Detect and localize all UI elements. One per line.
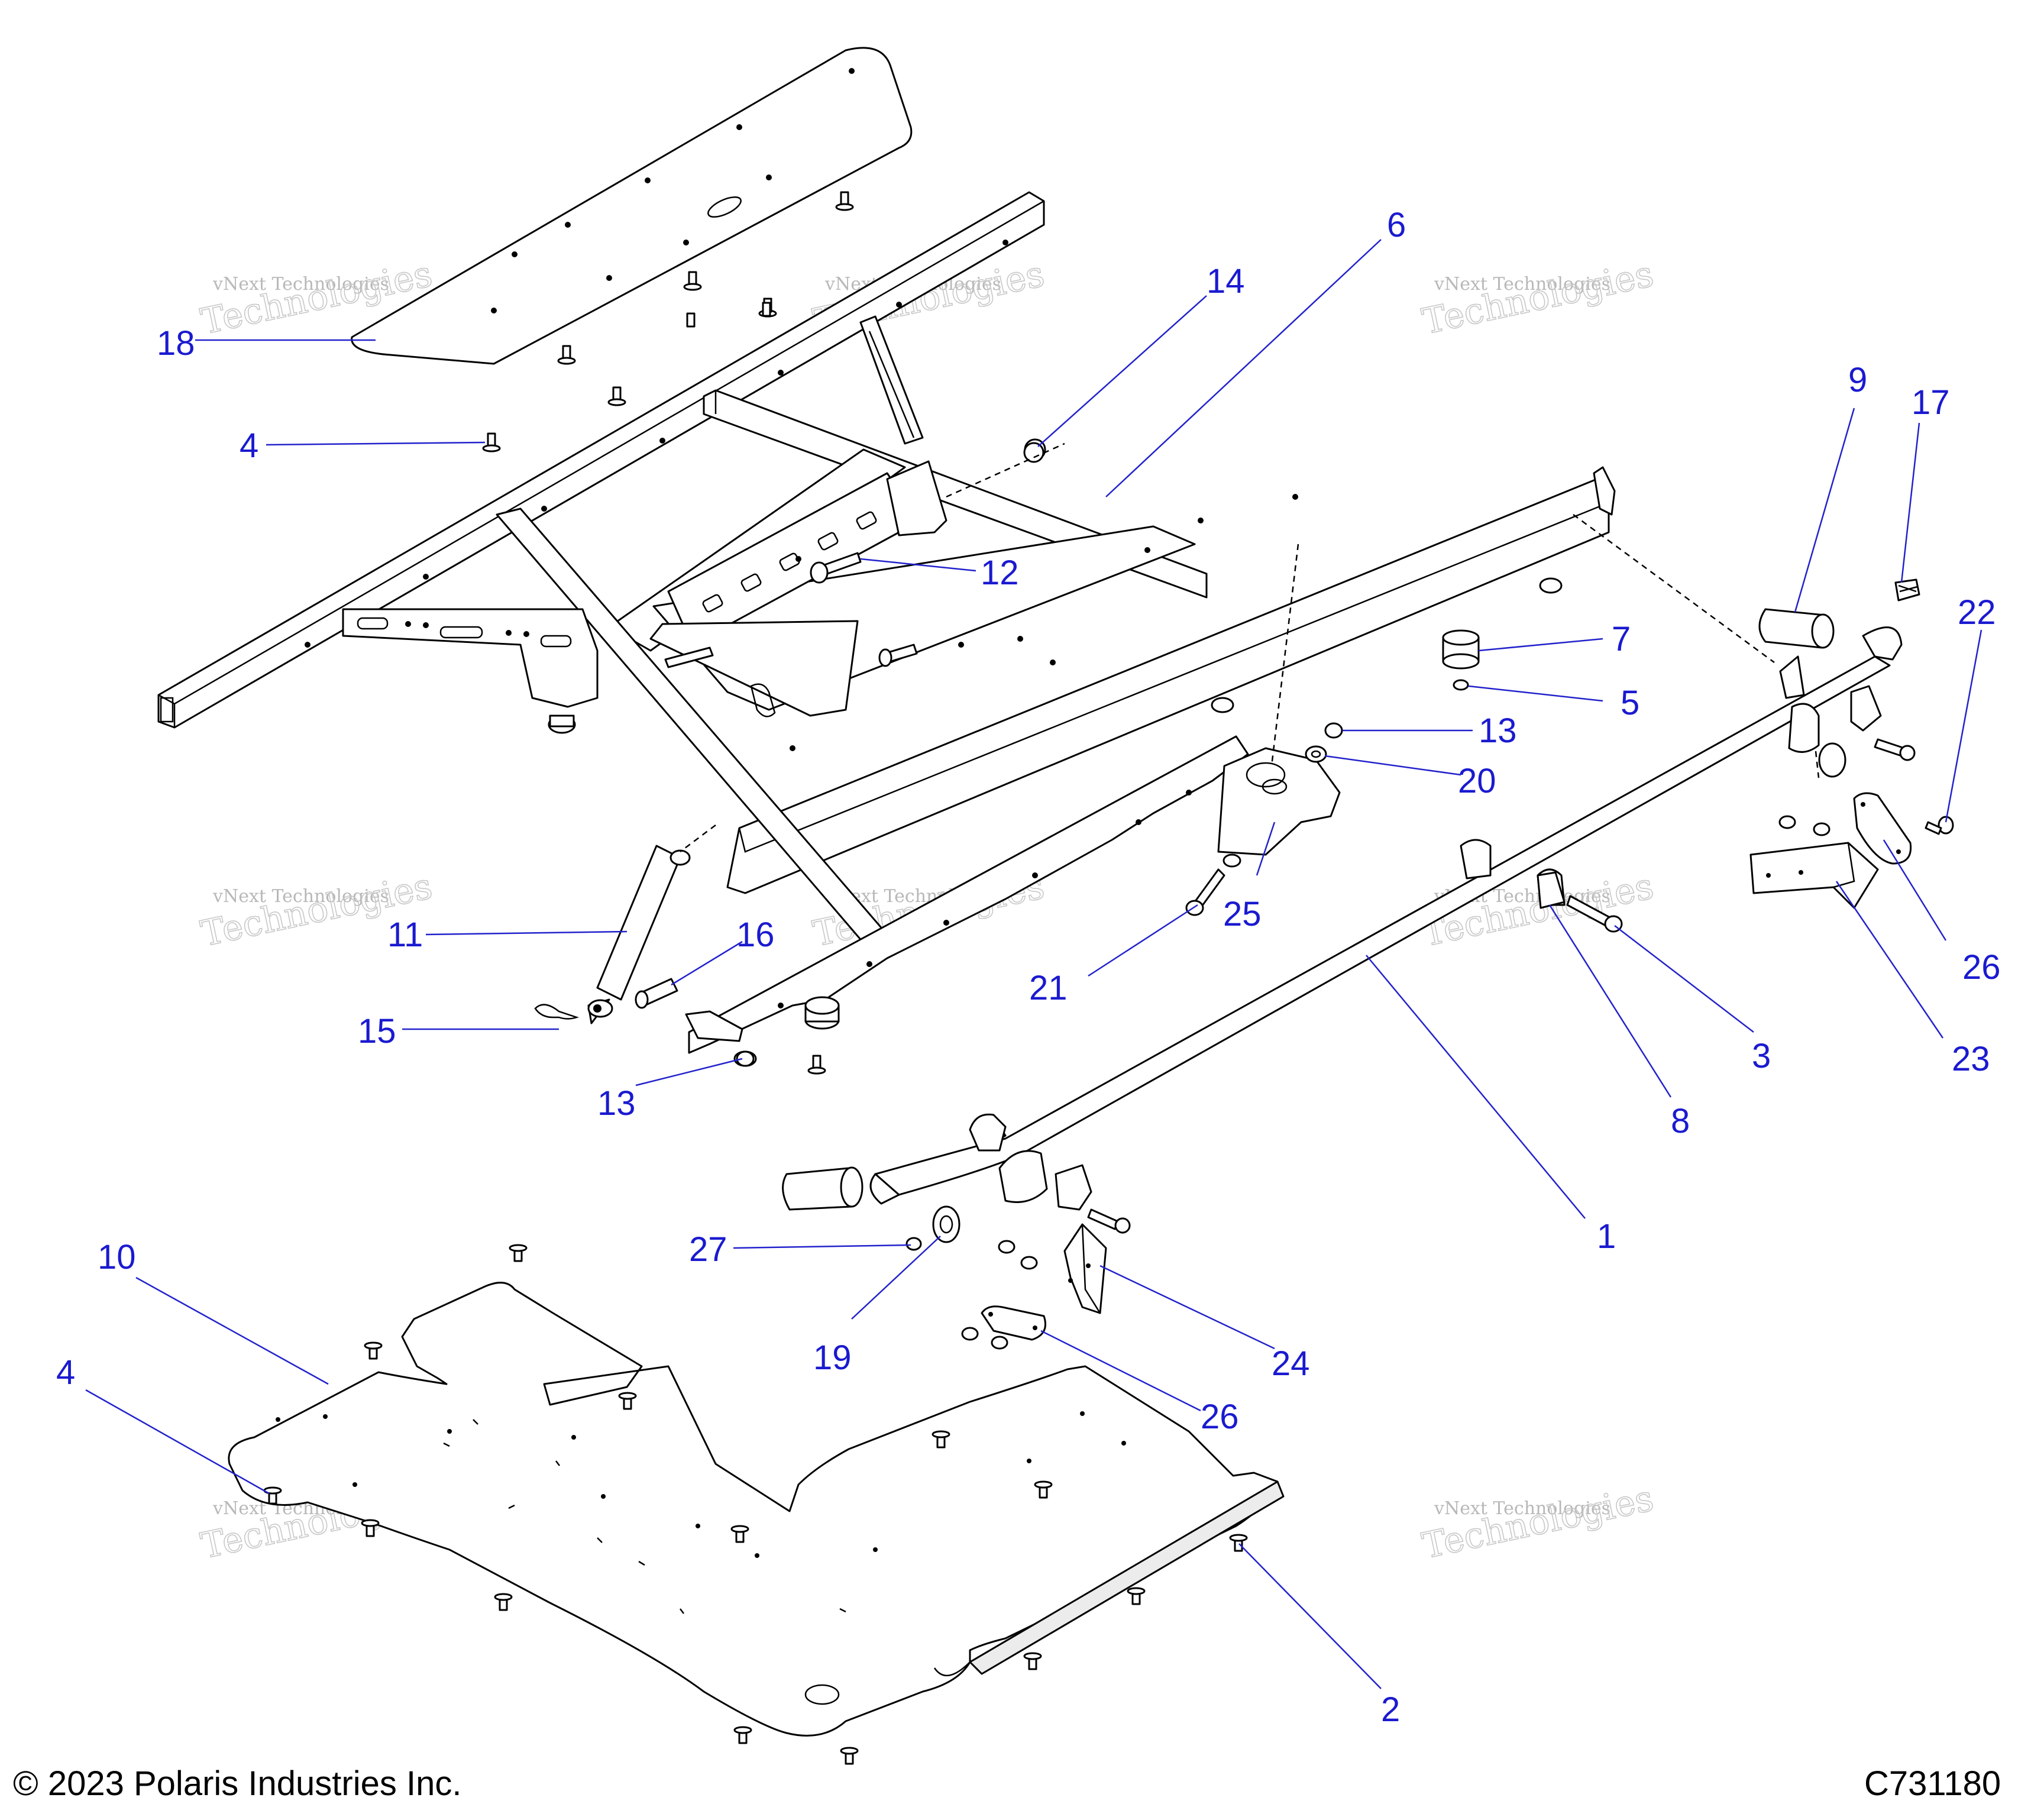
callout-4: 4	[240, 426, 258, 465]
svg-text:Technologies: Technologies	[1419, 1477, 1657, 1567]
callout-6: 6	[1387, 206, 1406, 244]
part-22-bolt	[1874, 738, 1954, 835]
part-21-bolt	[1185, 853, 1241, 916]
part-16-pin	[635, 978, 678, 1009]
part-10-skid-plate	[228, 1282, 1285, 1737]
part-23-bracket	[1749, 815, 1879, 909]
part-13-nut	[1324, 722, 1343, 739]
callout-26: 26	[1962, 948, 2001, 987]
callout-11: 11	[387, 916, 423, 954]
callout-25: 25	[1223, 895, 1262, 933]
callout-20: 20	[1458, 762, 1496, 800]
part-6-frame	[157, 191, 1616, 1054]
part-17-clip	[1894, 578, 1920, 602]
part-12-bolt	[664, 552, 918, 668]
callout-8: 8	[1671, 1102, 1690, 1140]
callout-1: 1	[1597, 1217, 1616, 1256]
callout-2: 2	[1381, 1690, 1400, 1729]
svg-text:vNext Technologies: vNext Technologies	[1434, 1498, 1610, 1519]
callout-24: 24	[1272, 1344, 1310, 1383]
assembly-lines	[680, 442, 1820, 852]
part-14-nut	[1023, 442, 1044, 463]
part-26-plate-lower	[961, 1240, 1046, 1350]
svg-text:vNext Technologies: vNext Technologies	[212, 274, 389, 295]
drawing-number: C731180	[1864, 1764, 2001, 1803]
part-5-screw	[1453, 679, 1469, 691]
svg-text:Technologies: Technologies	[1419, 253, 1657, 342]
callout-21: 21	[1029, 969, 1068, 1007]
screw-group	[482, 191, 854, 452]
callout-19: 19	[813, 1338, 852, 1377]
callout-26: 26	[1201, 1398, 1239, 1436]
copyright-notice: © 2023 Polaris Industries Inc.	[13, 1764, 462, 1803]
callout-7: 7	[1612, 620, 1631, 658]
part-8-clamp	[1537, 871, 1566, 909]
part-20-washer	[1305, 745, 1327, 763]
callout-15: 15	[358, 1012, 396, 1050]
part-11-gas-strut	[587, 845, 691, 1024]
part-27-nut	[905, 1237, 922, 1251]
callout-13: 13	[1479, 712, 1517, 750]
callout-17: 17	[1912, 383, 1950, 422]
hairpin-clip	[750, 683, 776, 717]
part-26-plate-upper	[1853, 792, 1912, 865]
callout-labels: 18 4 14 6 12 9 17 22 7 5 13 20 11 16 25 …	[56, 206, 2001, 1729]
part-15-hairpin	[534, 1004, 579, 1020]
skid-screws	[263, 1244, 1248, 1765]
callout-3: 3	[1752, 1037, 1771, 1075]
callout-23: 23	[1952, 1040, 1990, 1078]
watermark: vNext Technologies Technologies	[1418, 1477, 1658, 1568]
callout-22: 22	[1958, 593, 1996, 632]
svg-text:vNext Technologies: vNext Technologies	[212, 886, 389, 907]
callout-4: 4	[56, 1353, 75, 1392]
callout-5: 5	[1621, 684, 1639, 722]
callout-13: 13	[597, 1084, 636, 1123]
callout-9: 9	[1848, 361, 1867, 399]
callout-14: 14	[1207, 262, 1245, 300]
callout-12: 12	[981, 554, 1019, 592]
part-1-bar	[782, 608, 1903, 1211]
callout-16: 16	[736, 916, 775, 954]
callout-18: 18	[157, 324, 195, 363]
callout-27: 27	[689, 1230, 727, 1269]
part-13-nut-lower	[736, 1050, 755, 1067]
part-7-bumper	[1442, 629, 1480, 670]
part-18-upper-panel	[351, 47, 913, 365]
leader-lines	[85, 239, 1982, 1689]
svg-text:vNext Technologies: vNext Technologies	[1434, 274, 1610, 295]
watermark: vNext Technologies Technologies	[1418, 253, 1658, 344]
part-19-bushing	[932, 1205, 960, 1243]
part-25-mount	[1217, 747, 1341, 856]
part-24-bracket	[1063, 1208, 1131, 1314]
callout-10: 10	[98, 1238, 136, 1276]
